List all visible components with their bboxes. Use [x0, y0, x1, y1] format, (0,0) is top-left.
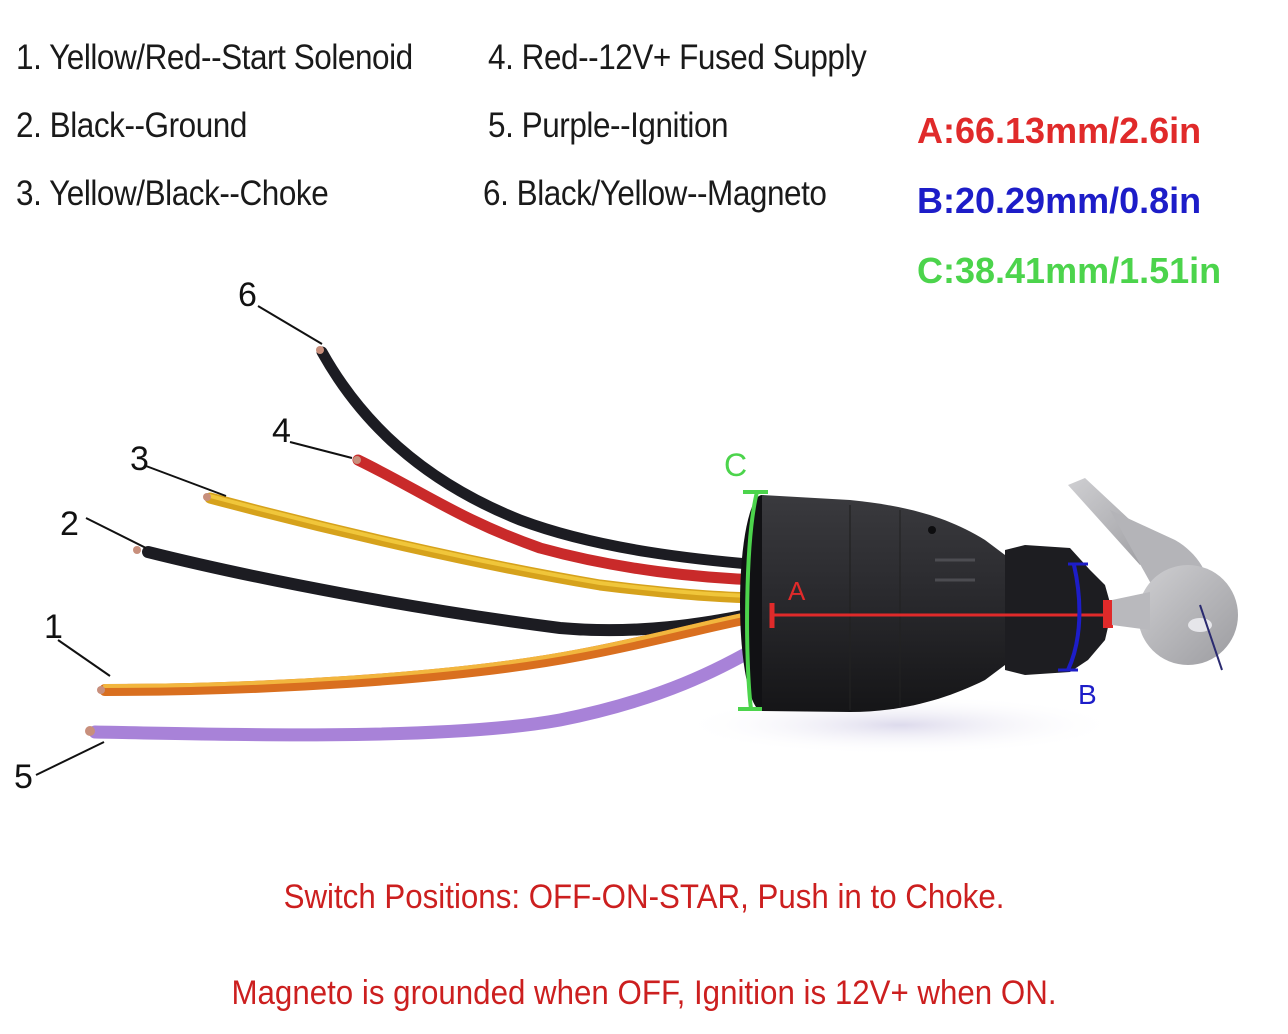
dimension-a: A:66.13mm/2.6in	[917, 110, 1202, 151]
svg-text:B: B	[1078, 679, 1097, 710]
svg-text:A: A	[788, 576, 806, 606]
wire-6-black-yellow	[316, 346, 766, 571]
svg-text:3: 3	[130, 440, 149, 478]
wire-number-labels: 6 4 3 2 1 5	[14, 276, 353, 796]
switch-positions-note: Switch Positions: OFF-ON-STAR, Push in t…	[283, 878, 1005, 916]
wire-4-red	[352, 454, 766, 586]
dimension-c: C:38.41mm/1.51in	[917, 250, 1222, 291]
ignition-switch-body	[740, 495, 1113, 712]
legend-item-3: 3. Yellow/Black--Choke	[16, 174, 329, 213]
dimension-b: B:20.29mm/0.8in	[917, 180, 1202, 221]
svg-text:2: 2	[60, 505, 79, 543]
wire-5-purple	[85, 633, 777, 742]
svg-text:1: 1	[44, 608, 63, 646]
wire-1-yellow-red	[97, 609, 771, 696]
legend-item-2: 2. Black--Ground	[16, 106, 247, 145]
magneto-ignition-note: Magneto is grounded when OFF, Ignition i…	[231, 974, 1057, 1012]
svg-text:4: 4	[272, 412, 291, 450]
legend-item-1: 1. Yellow/Red--Start Solenoid	[16, 38, 413, 77]
dimension-c-marker: C	[724, 447, 768, 711]
svg-text:C: C	[724, 447, 747, 483]
dimension-a-marker: A	[769, 576, 1110, 628]
ignition-key	[1068, 478, 1238, 671]
svg-text:6: 6	[238, 276, 257, 314]
wire-3-yellow-black	[203, 492, 771, 604]
legend-item-5: 5. Purple--Ignition	[488, 106, 729, 145]
dimension-b-marker: B	[1058, 562, 1097, 710]
legend-item-4: 4. Red--12V+ Fused Supply	[488, 38, 867, 77]
svg-text:5: 5	[14, 758, 33, 796]
legend-item-6: 6. Black/Yellow--Magneto	[483, 174, 827, 213]
ignition-switch-diagram: 6 4 3 2 1 5 A	[14, 276, 1238, 796]
